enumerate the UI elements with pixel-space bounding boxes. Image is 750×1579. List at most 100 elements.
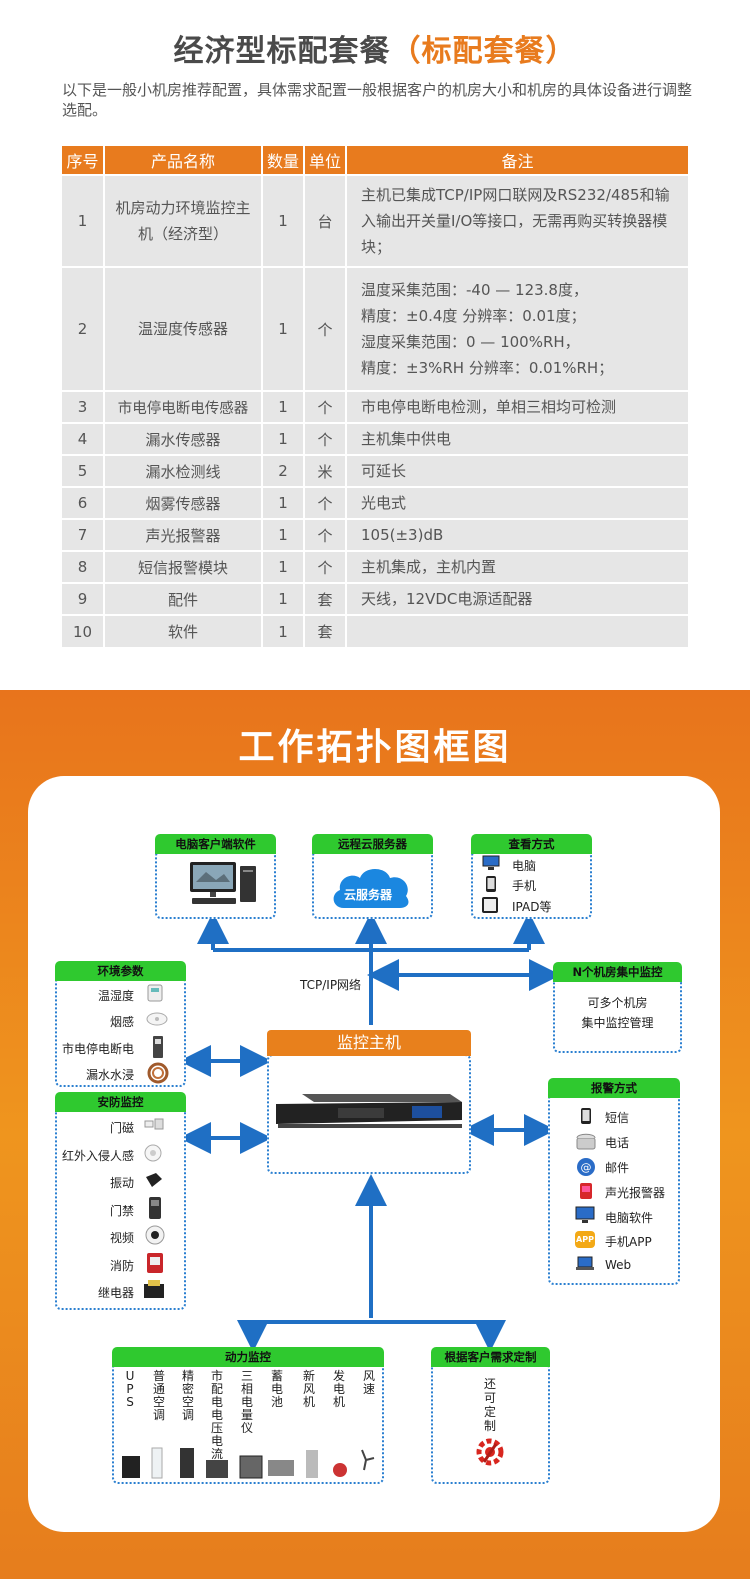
env-item: 温湿度 — [97, 989, 134, 1003]
power-item: 三相电量仪 — [240, 1369, 253, 1435]
sound-light-alarm-icon — [580, 1183, 592, 1199]
cell-qty: 1 — [261, 422, 304, 455]
col-header-qty: 数量 — [261, 146, 304, 175]
power-item: 市配电电压电流 — [210, 1369, 223, 1461]
table-row: 6 烟雾传感器 1 个 光电式 — [62, 486, 688, 519]
cell-no: 6 — [62, 486, 104, 519]
ups-icon — [122, 1456, 140, 1478]
cell-name: 短信报警模块 — [103, 550, 262, 583]
col-header-name: 产品名称 — [103, 146, 262, 175]
page-title: 经济型标配套餐（标配套餐） — [0, 26, 750, 70]
col-header-no: 序号 — [62, 146, 104, 175]
security-item: 门磁 — [109, 1121, 134, 1135]
table-row: 8 短信报警模块 1 个 主机集成，主机内置 — [62, 550, 688, 583]
alarm-item: 邮件 — [605, 1161, 630, 1175]
smoke-detector-icon — [146, 1012, 168, 1026]
cell-unit: 套 — [303, 582, 346, 615]
note-line: 精度：±0.4度 分辨率：0.01度； — [361, 307, 586, 325]
cell-no: 8 — [62, 550, 104, 583]
cell-unit: 个 — [303, 266, 346, 391]
alarm-tag: 报警方式 — [548, 1078, 680, 1098]
generator-icon — [333, 1463, 347, 1477]
access-control-icon — [149, 1197, 161, 1219]
power-item: 风速 — [362, 1369, 375, 1396]
power-equipment-icons — [122, 1447, 375, 1479]
alarm-item: 短信 — [605, 1111, 630, 1125]
title-main: 经济型标配套餐 — [173, 34, 391, 69]
view-item: IPAD等 — [512, 900, 552, 914]
cell-name: 漏水检测线 — [103, 454, 262, 487]
network-label: TCP/IP网络 — [300, 978, 362, 992]
security-item: 继电器 — [97, 1286, 134, 1300]
table-row: 9 配件 1 套 天线，12VDC电源适配器 — [62, 582, 688, 615]
temperature-humidity-sensor-icon — [147, 984, 163, 1002]
cell-note: 光电式 — [345, 486, 688, 519]
security-box — [55, 1105, 186, 1310]
relay-icon — [144, 1280, 164, 1298]
security-item: 视频 — [109, 1231, 134, 1245]
env-tag: 环境参数 — [55, 961, 186, 981]
title-paren: （标配套餐） — [390, 34, 577, 69]
cell-note: 主机集成，主机内置 — [345, 550, 688, 583]
table-row: 2 温湿度传感器 1 个 温度采集范围：-40 — 123.8度， 精度：±0.… — [62, 266, 688, 391]
alarm-item: Web — [605, 1258, 632, 1272]
cell-qty: 1 — [261, 614, 304, 647]
view-tag: 查看方式 — [471, 834, 592, 854]
voltage-meter-icon — [206, 1460, 228, 1478]
alarm-item: 电脑软件 — [605, 1211, 654, 1225]
power-item: 普通空调 — [152, 1369, 165, 1422]
cell-qty: 1 — [261, 390, 304, 423]
cell-unit: 米 — [303, 454, 346, 487]
power-item: 发电机 — [332, 1369, 345, 1409]
security-item: 红外入侵人感 — [61, 1149, 134, 1163]
pc-client-tag: 电脑客户端软件 — [155, 834, 276, 854]
cell-name: 配件 — [103, 582, 262, 615]
spec-table: 序号 产品名称 数量 单位 备注 1 机房动力环境监控主机（经济型） 1 台 主… — [62, 146, 688, 647]
cell-name: 声光报警器 — [103, 518, 262, 551]
cell-name: 漏水传感器 — [103, 422, 262, 455]
power-item: 蓄电池 — [270, 1369, 283, 1409]
intro-text: 以下是一般小机房推荐配置，具体需求配置一般根据客户的机房大小和机房的具体设备进行… — [62, 81, 693, 119]
cell-note: 主机已集成TCP/IP网口联网及RS232/485和输入输出开关量I/O等接口，… — [345, 174, 688, 267]
ac-unit-icon — [151, 1447, 163, 1479]
tablet-icon — [482, 897, 498, 913]
cell-qty: 1 — [261, 550, 304, 583]
cell-name: 软件 — [103, 614, 262, 647]
table-header-row: 序号 产品名称 数量 单位 备注 — [62, 146, 688, 175]
infrared-sensor-icon — [144, 1144, 162, 1162]
central-line1: 可多个机房 — [587, 996, 648, 1010]
note-line: 湿度采集范围：0 — 100%RH， — [361, 333, 580, 351]
telephone-icon — [576, 1133, 596, 1150]
cell-no: 10 — [62, 614, 104, 647]
cell-name: 市电停电断电传感器 — [103, 390, 262, 423]
cell-note: 105(±3)dB — [345, 518, 688, 551]
cell-note: 可延长 — [345, 454, 688, 487]
cell-note: 天线，12VDC电源适配器 — [345, 582, 688, 615]
desktop-computer-icon — [190, 862, 256, 904]
svg-text:@: @ — [581, 1161, 592, 1174]
monitor-icon — [482, 855, 500, 870]
cell-name: 温湿度传感器 — [103, 266, 262, 391]
cloud-label: 云服务器 — [344, 888, 393, 902]
cloud-tag: 远程云服务器 — [312, 834, 433, 854]
central-tag: N个机房集中监控 — [553, 962, 682, 982]
water-leak-cable-icon — [147, 1062, 169, 1084]
custom-text: 还可定制 — [483, 1377, 496, 1433]
cell-no: 1 — [62, 174, 104, 267]
gear-wrench-icon — [476, 1438, 504, 1466]
table-row: 7 声光报警器 1 个 105(±3)dB — [62, 518, 688, 551]
cell-no: 5 — [62, 454, 104, 487]
alarm-item: 电话 — [605, 1136, 630, 1150]
col-header-note: 备注 — [345, 146, 688, 175]
cell-qty: 1 — [261, 174, 304, 267]
cell-note: 温度采集范围：-40 — 123.8度， 精度：±0.4度 分辨率：0.01度；… — [345, 266, 688, 391]
cell-unit: 个 — [303, 390, 346, 423]
security-item: 振动 — [109, 1176, 134, 1190]
cell-qty: 1 — [261, 266, 304, 391]
cell-no: 4 — [62, 422, 104, 455]
power-item: UPS — [125, 1369, 135, 1409]
alarm-item: 声光报警器 — [605, 1186, 666, 1200]
power-tag: 动力监控 — [112, 1347, 384, 1367]
env-item: 漏水水浸 — [85, 1068, 134, 1082]
pc-software-icon — [575, 1206, 595, 1223]
